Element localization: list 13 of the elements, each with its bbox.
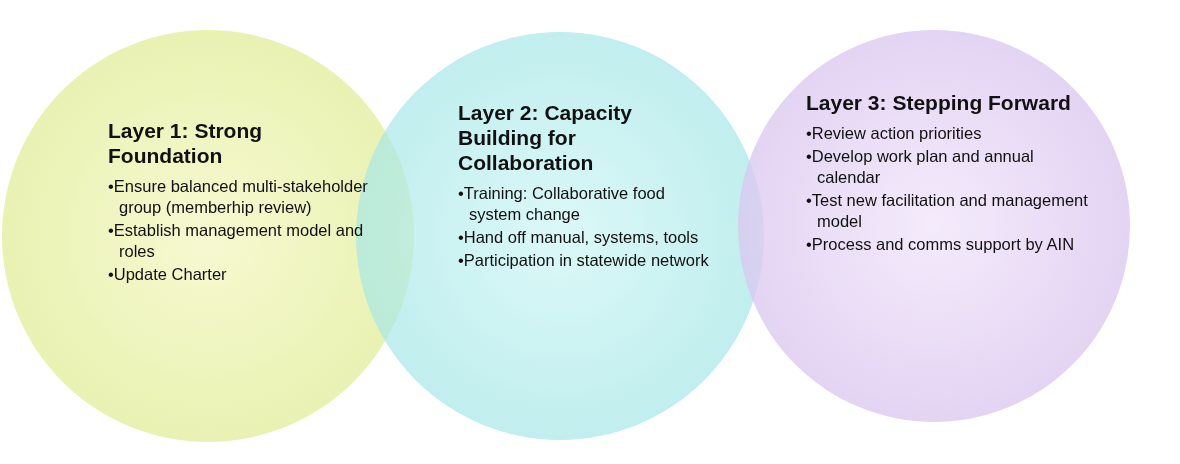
layer-heading: Layer 3: Stepping Forward (806, 90, 1072, 115)
bullet-item: •Test new facilitation and management model (806, 190, 1089, 232)
bullet-item: •Hand off manual, systems, tools (458, 227, 700, 248)
bullet-item: •Ensure balanced multi-stakeholder group (memberhip review) (108, 176, 369, 218)
layer-heading: Layer 1: Strong Foundation (108, 118, 264, 168)
bullet-item: •Review action priorities (806, 123, 983, 144)
bullet-item: •Training: Collaborative food system change (458, 183, 666, 225)
bullet-item: •Participation in statewide network (458, 250, 710, 271)
bullet-item: •Develop work plan and annual calendar (806, 146, 1035, 188)
bullet-item: •Process and comms support by AIN (806, 234, 1076, 255)
bullet-item: •Update Charter (108, 264, 228, 285)
bullet-item: •Establish management model and roles (108, 220, 365, 262)
layer-heading: Layer 2: Capacity Building for Collaboration (458, 100, 633, 175)
